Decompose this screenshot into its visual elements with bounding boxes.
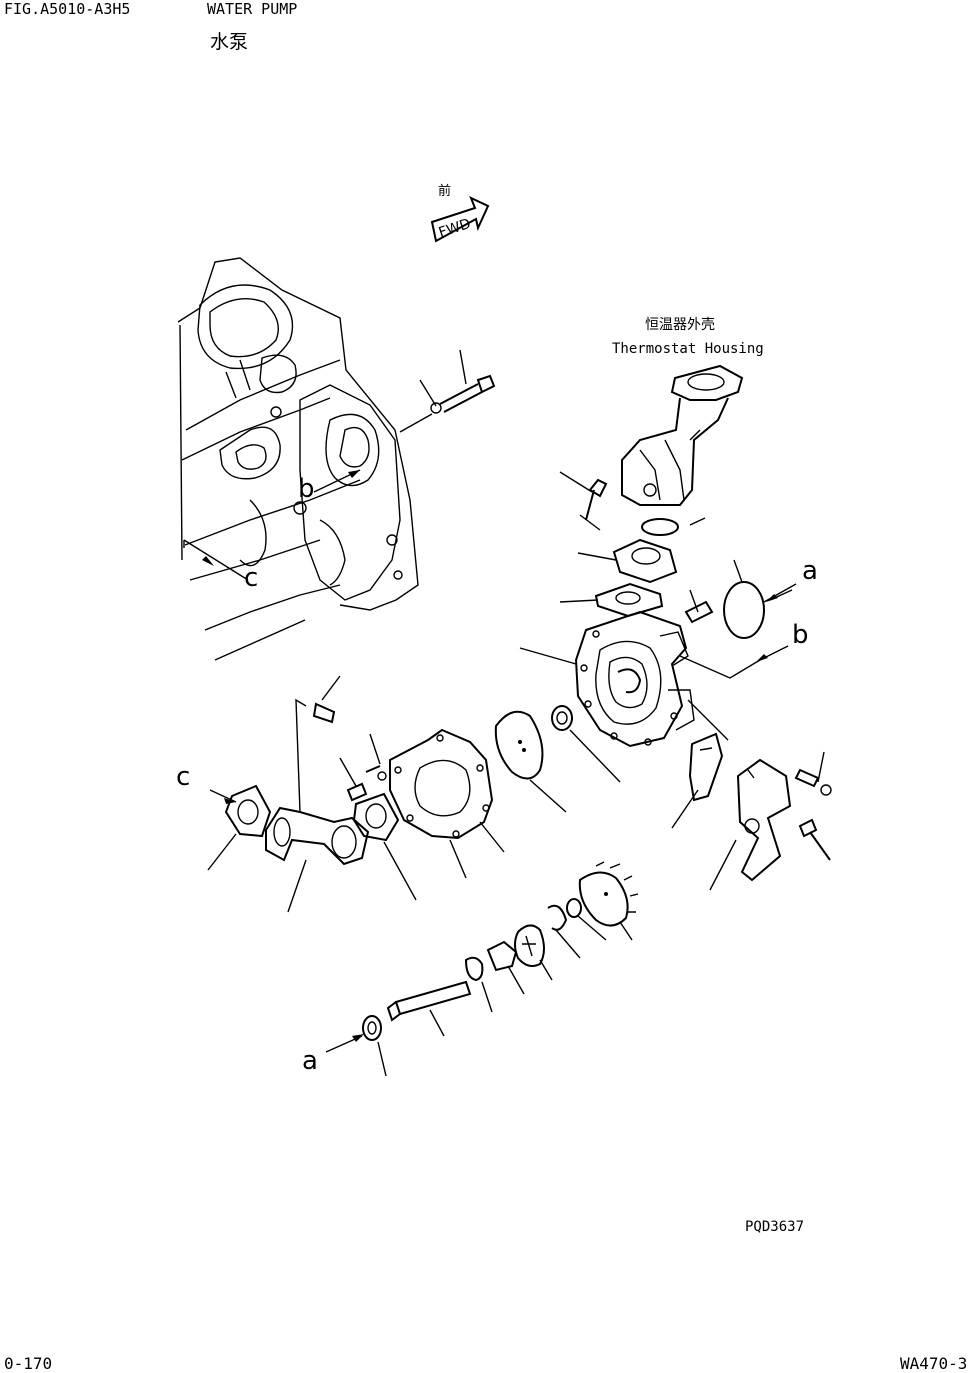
thermostat-label-cn: 恒温器外壳 <box>645 317 715 333</box>
pump-shaft-assembly <box>362 861 639 1077</box>
callout-a-bottom: a <box>302 1046 318 1076</box>
figure-title: WATER PUMP <box>207 0 298 18</box>
thermostat-label-en: Thermostat Housing <box>612 341 764 357</box>
page-number: 0-170 <box>4 1354 53 1373</box>
cover-gasket <box>339 733 417 901</box>
callout-arrows <box>183 469 793 1053</box>
callout-b-right: b <box>792 620 809 650</box>
thermostat-parts <box>559 471 714 624</box>
figure-title-cn: 水泵 <box>210 31 249 53</box>
water-pump-cover <box>389 728 505 879</box>
pump-seal <box>551 705 621 783</box>
c-gasket <box>207 784 272 871</box>
figure-code: FIG.A5010-A3H5 <box>4 0 131 18</box>
callout-c-upper: c <box>244 563 259 593</box>
thermostat-housing <box>621 364 744 526</box>
callout-a-right: a <box>802 556 818 586</box>
block-bolt <box>399 349 496 433</box>
fwd-label-cn: 前 <box>438 184 452 199</box>
callout-c-left: c <box>176 762 191 792</box>
model-number: WA470-3 <box>900 1354 968 1373</box>
pump-pulley-plate <box>494 710 567 813</box>
outlet-pipe <box>265 675 370 913</box>
fwd-arrow-icon: FWD <box>430 196 490 243</box>
drawing-number: PQD3637 <box>745 1219 805 1235</box>
water-pump-body <box>519 610 761 748</box>
callout-b-upper: b <box>298 474 315 504</box>
water-inlet-elbow <box>671 732 832 891</box>
engine-block <box>177 257 419 661</box>
o-ring <box>723 559 797 639</box>
